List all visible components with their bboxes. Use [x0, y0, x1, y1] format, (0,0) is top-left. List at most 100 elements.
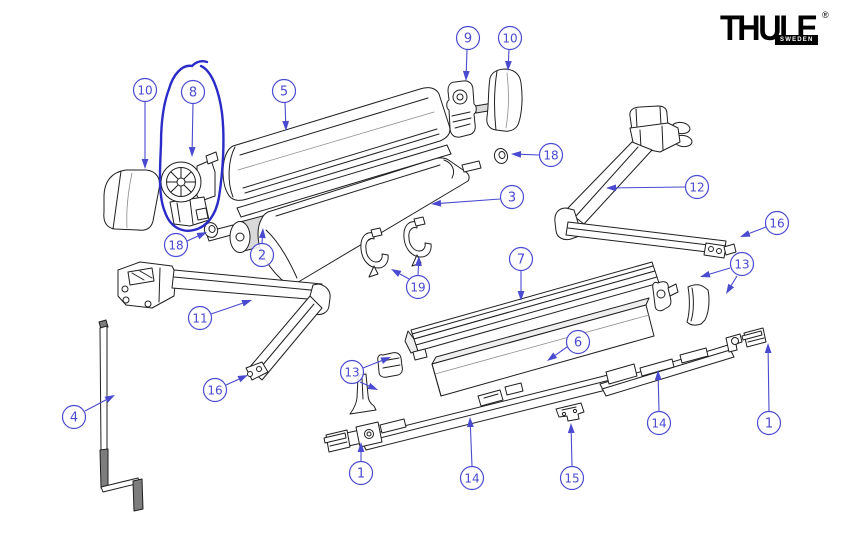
arrowhead [258, 228, 266, 239]
arrowhead [357, 442, 365, 452]
callout-circle [497, 25, 523, 51]
callout-number: 15 [564, 472, 579, 486]
callout-circle [459, 465, 485, 491]
arrowhead [415, 256, 422, 267]
callout-number: 4 [70, 411, 78, 426]
arrowhead [104, 395, 115, 403]
leader-line [284, 101, 287, 122]
leader-line [225, 378, 240, 386]
leader-line [709, 267, 731, 275]
brand-country-badge: SWEDEN [775, 35, 818, 45]
part-clip-left [323, 429, 351, 453]
callout-circle [405, 274, 431, 300]
callout-circle [538, 142, 564, 168]
leader-line [84, 399, 107, 412]
callout-number: 13 [344, 366, 359, 380]
leader-line [440, 198, 501, 204]
callout-number: 14 [651, 417, 666, 431]
leader-line [749, 226, 767, 234]
leader-line [554, 346, 568, 356]
callout-number: 8 [189, 86, 197, 101]
part-endcap-left [103, 169, 160, 231]
callout-number: 2 [258, 249, 266, 264]
arrowhead [380, 357, 391, 364]
arrowhead [740, 230, 751, 237]
callout-1: 1 [348, 442, 374, 486]
callout-14: 14 [459, 417, 485, 491]
callout-circle [132, 77, 158, 103]
thule-logo: THULE ® SWEDEN [720, 10, 842, 54]
callout-number: 16 [769, 217, 784, 231]
callout-circle [646, 410, 672, 436]
arrowhead [567, 423, 575, 434]
callout-circle [729, 251, 755, 277]
callout-2: 2 [249, 228, 275, 268]
part-front-panel [431, 297, 655, 397]
callout-10: 10 [497, 25, 523, 71]
arrowhead [237, 375, 248, 383]
callout-18: 18 [511, 142, 564, 168]
callout-number: 18 [168, 239, 183, 253]
callout-circle [163, 232, 189, 258]
callout-number: 16 [207, 384, 222, 398]
part-mounting-rail-left [337, 370, 631, 451]
arrowhead [606, 184, 617, 192]
arrowhead [700, 270, 711, 278]
callout-circle [559, 465, 585, 491]
part-rail-bracket [555, 402, 585, 422]
callout-19: 19 [391, 256, 431, 300]
arrowhead [188, 146, 196, 157]
leader-line [399, 273, 410, 280]
part-awning-fabric [257, 157, 482, 285]
callout-number: 13 [734, 258, 749, 272]
highlight-circle-part-8 [158, 60, 225, 232]
callout-circle [499, 184, 525, 210]
part-bracket-right [652, 281, 710, 326]
callout-16: 16 [740, 210, 790, 237]
callout-11: 11 [187, 300, 252, 331]
arrowhead [726, 283, 735, 294]
arrowhead [654, 370, 662, 381]
callout-number: 5 [280, 85, 288, 100]
leader-line [186, 235, 199, 242]
arrowhead [196, 232, 207, 240]
callout-circle [202, 377, 228, 403]
leader-line [767, 352, 770, 412]
leader-line [657, 379, 660, 412]
part-crank-rod [98, 319, 144, 512]
callout-number: 1 [765, 417, 773, 432]
callout-circle [187, 305, 213, 331]
leader-line [469, 426, 473, 467]
part-cap-nut-left [203, 222, 219, 238]
part-case-profile [222, 87, 452, 218]
leader-line [570, 432, 573, 467]
arrowhead [547, 352, 558, 361]
arrowhead [467, 417, 474, 428]
callout-number: 12 [689, 181, 704, 195]
callout-circle [508, 246, 534, 272]
callout-circle [764, 210, 790, 236]
callout-13: 13 [339, 357, 391, 390]
callout-16: 16 [202, 375, 248, 403]
callout-circle [180, 79, 206, 105]
callout-circle [61, 404, 87, 430]
arrowhead [505, 60, 512, 71]
callout-number: 3 [508, 191, 516, 206]
leader-line [465, 48, 468, 72]
callout-number: 7 [517, 253, 525, 268]
callout-number: 14 [464, 472, 479, 486]
part-gear-bracket [446, 80, 495, 138]
callout-number: 6 [574, 336, 582, 351]
callout-number: 19 [410, 281, 425, 295]
arrowhead [511, 150, 522, 158]
callout-circle [684, 174, 710, 200]
callout-circle [348, 460, 374, 486]
callout-circle [455, 25, 481, 51]
leader-line [615, 186, 686, 189]
callout-circle [756, 410, 782, 436]
leader-line [520, 153, 540, 156]
callout-14: 14 [646, 370, 672, 436]
arrowhead [282, 120, 290, 131]
